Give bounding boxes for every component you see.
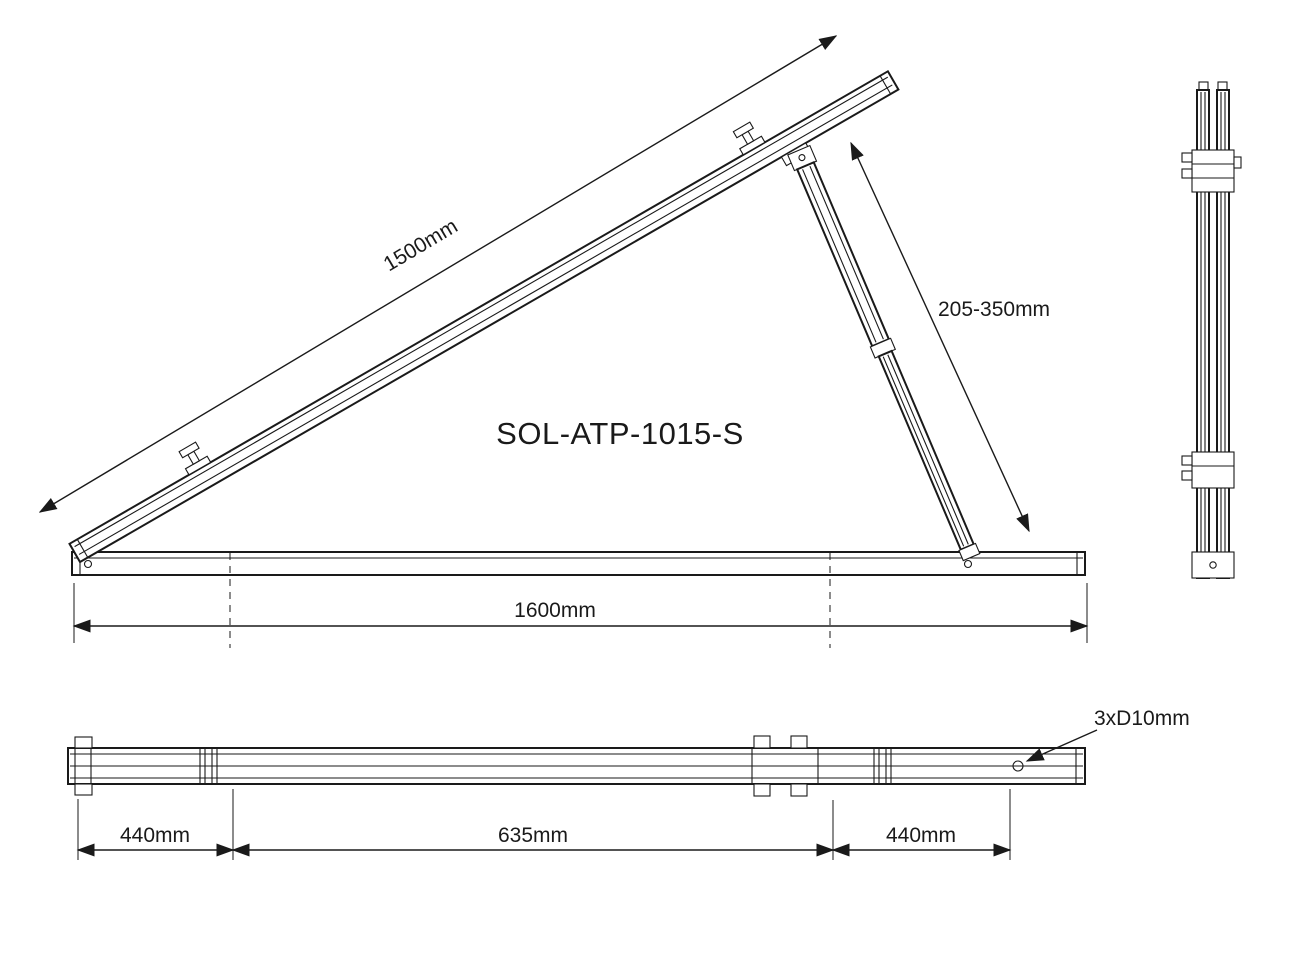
leg-foot xyxy=(958,542,981,562)
tilt-rail xyxy=(68,69,900,564)
base-rail xyxy=(71,551,1086,576)
dim-fold-right-label: 440mm xyxy=(886,824,956,847)
front-hinge-bolt xyxy=(83,559,93,569)
rail-joint-left xyxy=(199,748,218,784)
hole-callout: 3xD10mm xyxy=(1025,707,1190,762)
dim-leg-range: 205-350mm xyxy=(850,141,1050,533)
hole-callout-label: 3xD10mm xyxy=(1094,707,1190,730)
mounting-hole xyxy=(1012,760,1024,772)
base-rail-body xyxy=(71,551,1086,576)
dim-leg-range-label: 205-350mm xyxy=(938,298,1050,321)
rail-joint-right xyxy=(873,748,892,784)
folded-flat-view: 440mm 635mm 440mm 3xD10mm xyxy=(67,707,1190,860)
side-clamp-top xyxy=(1181,149,1242,193)
product-label: SOL-ATP-1015-S xyxy=(496,416,744,451)
dim-folded-segments: 440mm 635mm 440mm xyxy=(76,789,1012,860)
dim-base-length-label: 1600mm xyxy=(514,599,596,622)
main-assembly-view: 1500mm 205-350mm 1600mm SOL-ATP-1015-S xyxy=(38,35,1089,648)
dim-fold-middle-label: 635mm xyxy=(498,824,568,847)
dim-fold-left-label: 440mm xyxy=(120,824,190,847)
dim-base-length: 1600mm xyxy=(72,583,1089,643)
end-clamp-bolt-bottom xyxy=(74,783,93,796)
side-folded-view xyxy=(1181,81,1242,579)
rear-hinge-bolt xyxy=(963,559,973,569)
end-clamp-bolt-top xyxy=(74,736,93,749)
rear-leg xyxy=(787,144,981,562)
center-clamp-group xyxy=(751,735,819,797)
side-foot-block xyxy=(1191,551,1235,579)
side-clamp-middle xyxy=(1181,451,1235,489)
